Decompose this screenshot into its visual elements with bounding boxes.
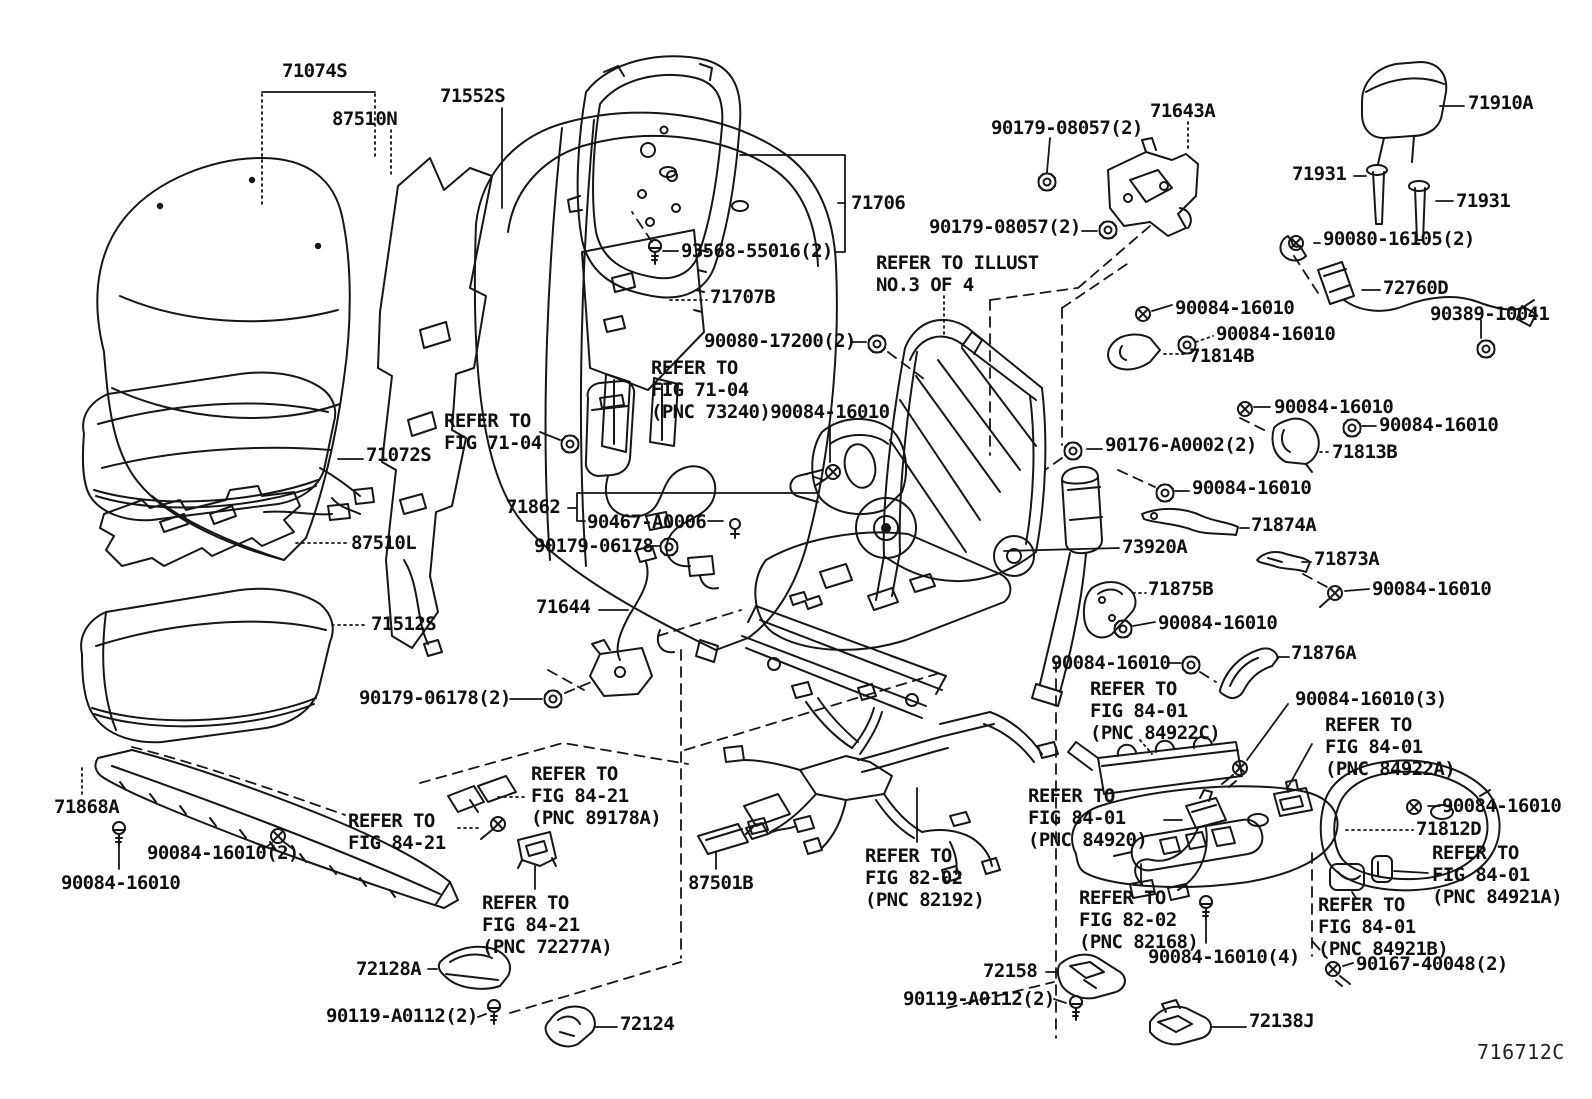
part-label-71643a: 71643A xyxy=(1150,100,1216,122)
part-label-71074s: 71074S xyxy=(282,60,348,82)
belt-buckle-drawing xyxy=(560,380,719,590)
lock-cable-drawing xyxy=(543,545,657,709)
figure-code: 716712C xyxy=(1477,1040,1565,1064)
cushion-lower-drawing xyxy=(80,587,334,744)
ref-label-fig84-01-pnc84921b: REFER TO FIG 84-01 (PNC 84921B) xyxy=(1318,894,1449,960)
right-mid-parts-drawing xyxy=(648,172,1496,707)
part-label-72760d: 72760D xyxy=(1383,277,1449,299)
dotted-leaders xyxy=(81,93,1414,831)
part-label-90389-10041: 90389-10041 xyxy=(1430,303,1550,325)
part-label-87501b: 87501B xyxy=(688,872,754,894)
part-label-71931-a: 71931 xyxy=(1292,163,1347,185)
part-label-90084-16010-9: 90084-16010 xyxy=(61,872,181,894)
part-label-90167-40048: 90167-40048(2) xyxy=(1356,953,1508,975)
part-label-71644: 71644 xyxy=(536,596,591,618)
part-label-90084-16010-10: 90084-16010 xyxy=(1442,795,1562,817)
part-label-93568-55016: 93568-55016(2) xyxy=(681,240,833,262)
part-label-90176-a0002: 90176-A0002(2) xyxy=(1105,434,1257,456)
part-label-90084-16010-3: 90084-16010 xyxy=(1274,396,1394,418)
sensor-cluster-drawing xyxy=(447,775,557,869)
seatback-cover2-drawing xyxy=(473,111,838,663)
part-label-90179-06178-2: 90179-06178(2) xyxy=(359,687,511,709)
cushion-top-drawing xyxy=(81,371,375,522)
part-label-71873a: 71873A xyxy=(1314,548,1380,570)
part-label-90084-16010-2: 90084-16010 xyxy=(1216,323,1336,345)
ref-label-fig84-21-pnc72277a: REFER TO FIG 84-21 (PNC 72277A) xyxy=(482,892,613,958)
ref-label-fig71-04: REFER TO FIG 71-04 xyxy=(444,410,542,454)
part-label-90084-16010-8: 90084-16010 xyxy=(1051,652,1171,674)
ref-label-fig84-21: REFER TO FIG 84-21 xyxy=(348,810,446,854)
part-label-71813b: 71813B xyxy=(1332,441,1398,463)
part-label-71072s: 71072S xyxy=(366,444,432,466)
part-label-71862: 71862 xyxy=(506,496,561,518)
lower-board-drawing xyxy=(581,229,709,453)
part-label-71512s: 71512S xyxy=(371,613,437,635)
dashed-lines xyxy=(131,211,1328,1039)
ref-label-fig84-01-pnc84922a: REFER TO FIG 84-01 (PNC 84922A) xyxy=(1325,714,1456,780)
part-label-71706: 71706 xyxy=(851,192,906,214)
part-label-90179-06178: 90179-06178 xyxy=(534,535,654,557)
ref-label-fig82-02-pnc82168: REFER TO FIG 82-02 (PNC 82168) xyxy=(1079,887,1199,953)
part-label-71552s: 71552S xyxy=(440,85,506,107)
ref-label-fig84-01-pnc84922c: REFER TO FIG 84-01 (PNC 84922C) xyxy=(1090,678,1221,744)
headrest-drawing xyxy=(1361,61,1448,241)
cushion-pad-drawing xyxy=(99,485,351,567)
ref-label-fig71-04-pnc73240: REFER TO FIG 71-04 (PNC 73240)90084-1601… xyxy=(651,357,890,423)
seatback-board-drawing xyxy=(377,157,493,657)
part-label-71931-b: 71931 xyxy=(1456,190,1511,212)
part-label-71874a: 71874A xyxy=(1251,514,1317,536)
part-label-90179-08057-b: 90179-08057(2) xyxy=(929,216,1081,238)
lock-bracket-drawing xyxy=(1107,137,1199,237)
part-label-90084-16010-x4: 90084-16010(4) xyxy=(1148,946,1300,968)
part-label-72128a: 72128A xyxy=(356,958,422,980)
side-shield-left-drawing xyxy=(94,749,459,909)
side-shield-right-drawing xyxy=(1319,759,1501,987)
shield-switch-drawing xyxy=(1071,785,1339,888)
part-label-90080-17200: 90080-17200(2) xyxy=(704,330,856,352)
ref-label-fig82-02-pnc82192: REFER TO FIG 82-02 (PNC 82192) xyxy=(865,845,985,911)
ref-label-fig84-01-pnc84921a: REFER TO FIG 84-01 (PNC 84921A) xyxy=(1432,842,1563,908)
part-label-90084-16010-6: 90084-16010 xyxy=(1372,578,1492,600)
part-label-71814b: 71814B xyxy=(1189,345,1255,367)
part-label-72138j: 72138J xyxy=(1249,1010,1315,1032)
part-label-90080-16105: 90080-16105(2) xyxy=(1323,228,1475,250)
part-label-73920a: 73920A xyxy=(1122,536,1188,558)
ref-label-fig84-21-pnc89178a: REFER TO FIG 84-21 (PNC 89178A) xyxy=(531,763,662,829)
part-label-87510l: 87510L xyxy=(351,532,417,554)
ref-label-fig84-01-pnc84920: REFER TO FIG 84-01 (PNC 84920) xyxy=(1028,785,1148,851)
seat-frame-drawing xyxy=(741,318,1047,719)
part-label-72124: 72124 xyxy=(620,1013,675,1035)
part-label-90084-16010-5: 90084-16010 xyxy=(1192,477,1312,499)
part-label-71875b: 71875B xyxy=(1148,578,1214,600)
part-label-90119-a0112-b: 90119-A0112(2) xyxy=(326,1005,478,1027)
part-label-72158: 72158 xyxy=(983,960,1038,982)
part-label-87510n: 87510N xyxy=(332,108,398,130)
small-brackets-drawing xyxy=(437,895,1213,1048)
part-label-71868a: 71868A xyxy=(54,796,120,818)
part-label-90084-16010-1: 90084-16010 xyxy=(1175,297,1295,319)
part-label-90179-08057-a: 90179-08057(2) xyxy=(991,117,1143,139)
part-label-90084-16010-x2: 90084-16010(2) xyxy=(147,842,299,864)
part-label-71812d: 71812D xyxy=(1416,818,1482,840)
part-label-71910a: 71910A xyxy=(1468,92,1534,114)
adjuster-cover-drawing xyxy=(659,418,908,557)
part-label-90467-a0006: 90467-A0006 xyxy=(587,511,707,533)
part-label-90084-16010-7: 90084-16010 xyxy=(1158,612,1278,634)
part-label-71707b: 71707B xyxy=(710,286,776,308)
part-label-71876a: 71876A xyxy=(1291,642,1357,664)
part-label-90119-a0112-a: 90119-A0112(2) xyxy=(903,988,1055,1010)
part-label-90084-16010-4: 90084-16010 xyxy=(1379,414,1499,436)
ref-label-illust-3of4: REFER TO ILLUST NO.3 OF 4 xyxy=(876,252,1039,296)
wiring-harness-drawing xyxy=(697,681,1059,883)
part-label-90084-16010-x3: 90084-16010(3) xyxy=(1295,688,1447,710)
leader-lines xyxy=(118,91,1482,1028)
